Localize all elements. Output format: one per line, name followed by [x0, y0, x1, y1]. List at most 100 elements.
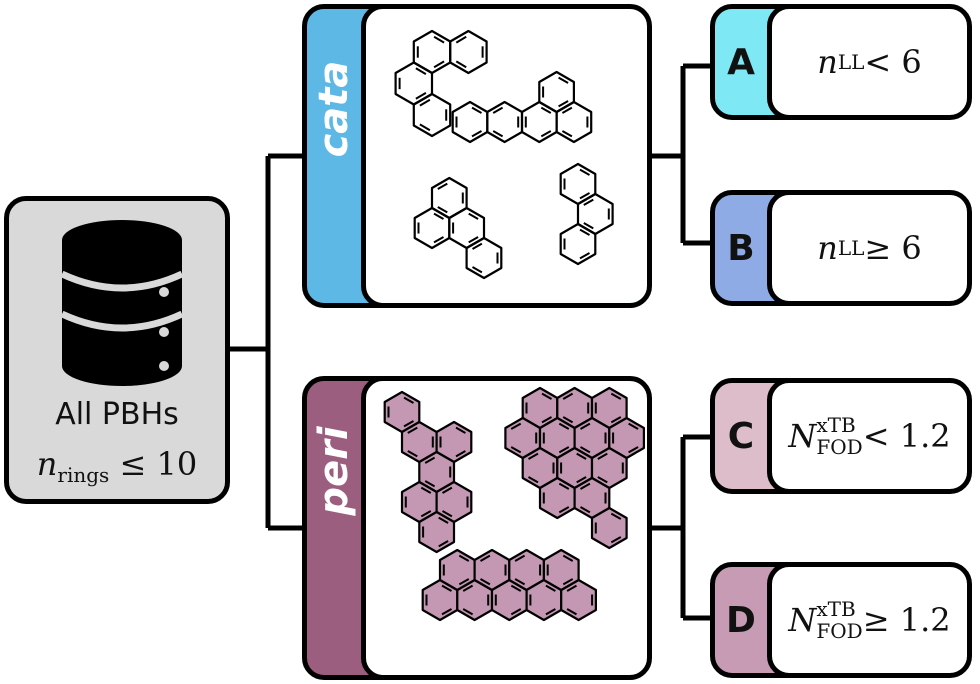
double-bond — [433, 35, 445, 44]
root-node: All PBHs nrings ≤ 10 — [4, 196, 230, 504]
double-bond — [510, 608, 522, 616]
double-bond — [579, 168, 590, 176]
double-bond — [415, 92, 427, 100]
double-bond — [403, 396, 414, 404]
double-bond — [541, 416, 552, 424]
double-bond — [579, 228, 590, 236]
ring — [538, 70, 576, 114]
ring — [449, 29, 488, 75]
double-bond — [514, 578, 526, 586]
double-bond — [510, 446, 522, 454]
double-bond — [628, 446, 639, 454]
double-bond — [597, 476, 608, 484]
double-bond — [455, 450, 466, 458]
double-bond — [628, 422, 639, 430]
double-bond — [566, 608, 577, 616]
double-bond — [468, 236, 479, 244]
double-bond — [420, 510, 432, 518]
double-bond — [562, 416, 574, 424]
ring — [412, 92, 452, 138]
double-bond — [455, 60, 467, 69]
double-bond — [562, 392, 574, 400]
double-bond — [514, 554, 526, 562]
double-bond — [510, 422, 522, 430]
double-bond — [424, 480, 436, 488]
double-bond — [462, 584, 474, 592]
double-bond — [545, 608, 556, 616]
double-bond — [407, 426, 418, 434]
double-bond — [545, 584, 556, 592]
double-bond — [492, 106, 504, 114]
double-bond — [455, 35, 467, 44]
double-bond — [540, 130, 552, 138]
tetracene-molecule — [559, 162, 614, 266]
cata-molecules-panel — [361, 9, 647, 303]
double-bond — [610, 392, 622, 400]
database-icon — [60, 220, 184, 386]
double-bond — [458, 578, 470, 586]
double-bond — [558, 506, 570, 514]
leaf-c-letter: C — [727, 415, 755, 457]
double-bond — [579, 252, 590, 260]
double-bond — [472, 266, 483, 274]
benzanthracene-molecule — [451, 70, 593, 144]
double-bond — [561, 130, 573, 138]
ring — [418, 510, 456, 554]
double-bond — [471, 130, 482, 138]
double-bond — [610, 416, 622, 424]
ring — [538, 476, 576, 520]
ring — [465, 236, 503, 280]
double-bond — [437, 206, 448, 214]
double-bond — [597, 452, 608, 460]
double-bond — [472, 242, 483, 250]
root-label: All PBHs — [55, 397, 179, 432]
double-bond — [480, 554, 491, 562]
double-bond — [561, 106, 573, 114]
double-bond — [462, 608, 474, 616]
double-bond — [510, 584, 522, 592]
double-bond — [540, 106, 552, 114]
double-bond — [419, 123, 431, 132]
double-bond — [558, 76, 569, 84]
cata-category: cata — [302, 4, 652, 308]
double-bond — [415, 67, 427, 75]
double-bond — [576, 452, 587, 460]
double-bond — [541, 392, 552, 400]
root-condition: nrings ≤ 10 — [36, 445, 198, 487]
double-bond — [528, 452, 539, 460]
double-bond — [579, 192, 590, 200]
double-bond — [438, 516, 449, 524]
double-bond — [480, 578, 491, 586]
dibenzopyrene-molecule — [383, 390, 473, 554]
double-bond — [403, 420, 414, 428]
double-bond — [558, 482, 570, 490]
double-bond — [558, 446, 570, 454]
double-bond — [558, 100, 569, 108]
double-bond — [558, 422, 570, 430]
double-bond — [437, 182, 448, 190]
double-bond — [580, 446, 591, 454]
double-bond — [424, 456, 436, 464]
double-bond — [580, 506, 591, 514]
double-bond — [455, 426, 466, 434]
leaf-b-letter: B — [727, 227, 755, 269]
double-bond — [492, 130, 504, 138]
double-bond — [610, 536, 622, 544]
double-bond — [471, 106, 482, 114]
double-bond — [562, 554, 574, 562]
double-bond — [441, 584, 452, 592]
double-bond — [433, 60, 445, 69]
leaf-a-letter: A — [727, 41, 755, 83]
ring — [542, 548, 580, 592]
double-bond — [562, 578, 574, 586]
double-bond — [583, 222, 594, 230]
